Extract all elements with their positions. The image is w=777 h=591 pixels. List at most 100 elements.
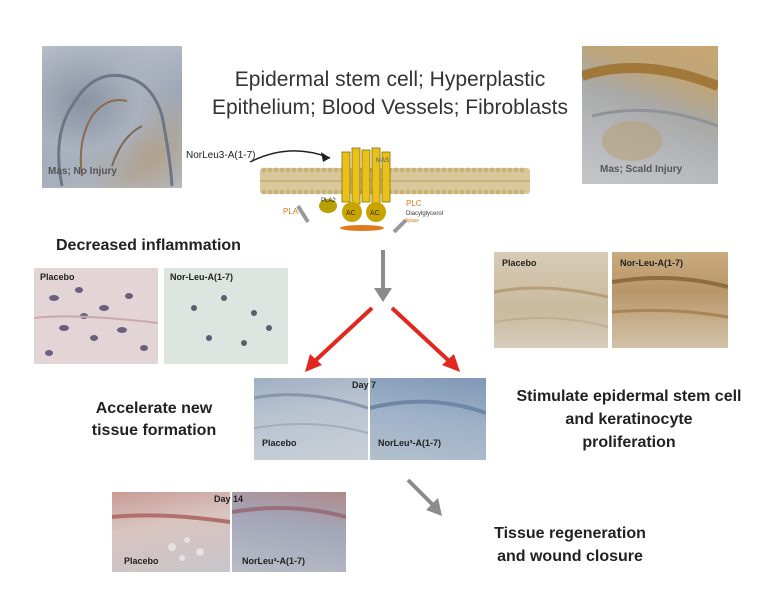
lipid-head <box>483 167 489 173</box>
plc-label: PLC <box>406 199 422 208</box>
day14-placebo-label: Placebo <box>124 556 159 566</box>
inflammation-placebo-image: Placebo <box>34 268 158 364</box>
lipid-head <box>465 189 471 195</box>
stem-placebo-image: Placebo <box>494 252 608 348</box>
lipid-head <box>279 189 285 195</box>
gray-down-arrowhead <box>374 288 392 302</box>
lipid-head <box>261 167 267 173</box>
lipid-head <box>429 189 435 195</box>
lipid-head <box>309 189 315 195</box>
tissue-texture <box>582 63 718 161</box>
lipid-head <box>507 167 513 173</box>
plc-arrow <box>392 218 408 234</box>
lipid-head <box>327 167 333 173</box>
lipid-head <box>279 167 285 173</box>
pla-arrow <box>296 204 310 224</box>
diagram-title: Epidermal stem cell; Hyperplastic Epithe… <box>180 66 600 122</box>
stimulate-stem-cell-text: Stimulate epidermal stem cell and kerati… <box>494 385 764 454</box>
tissue-texture <box>232 506 346 519</box>
lipid-head <box>423 189 429 195</box>
lipid-head <box>303 189 309 195</box>
lipid-head <box>291 189 297 195</box>
mas-receptor <box>341 147 391 205</box>
inflammation-placebo-label: Placebo <box>40 272 75 282</box>
lipid-head <box>477 189 483 195</box>
stem-norleu-label: Nor-Leu-A(1-7) <box>620 258 683 268</box>
stem-norleu-image: Nor-Leu-A(1-7) <box>612 252 728 348</box>
lipid-head <box>513 167 519 173</box>
tissue-texture <box>112 513 230 561</box>
lipid-head <box>291 167 297 173</box>
pla2-label: PLA2 <box>321 198 336 204</box>
lipid-head <box>399 189 405 195</box>
lipid-head <box>453 167 459 173</box>
lipid-head <box>435 189 441 195</box>
lipid-head <box>435 167 441 173</box>
ligand-arrowhead <box>321 152 330 162</box>
lipid-head <box>489 167 495 173</box>
tissue-texture <box>254 393 368 434</box>
ac-blob-1 <box>342 202 362 222</box>
gray-diag-arrow <box>406 478 436 508</box>
ac-label-1: AC <box>346 210 356 217</box>
red-right-arrowhead <box>442 354 460 372</box>
inflammation-norleu-label: Nor-Leu-A(1-7) <box>170 272 233 282</box>
lipid-head <box>309 167 315 173</box>
cell-texture <box>191 295 272 346</box>
red-left-arrow <box>314 306 374 362</box>
day7-norleu-label: NorLeu³-A(1-7) <box>378 438 441 448</box>
lipid-head <box>429 167 435 173</box>
lipid-head <box>333 167 339 173</box>
gray-diag-arrowhead <box>426 498 442 516</box>
lipid-head <box>393 189 399 195</box>
mas-scald-injury-image: Mas; Scald Injury <box>582 46 718 184</box>
lipid-head <box>447 167 453 173</box>
lipid-head <box>411 189 417 195</box>
stem-placebo-label: Placebo <box>502 258 537 268</box>
lipid-head <box>315 189 321 195</box>
lipid-head <box>321 189 327 195</box>
red-right-arrow <box>390 306 450 362</box>
lipid-head <box>519 167 525 173</box>
lipid-head <box>405 189 411 195</box>
lipid-head <box>501 189 507 195</box>
pla2-blob <box>319 199 337 213</box>
stimulate-line-3: proliferation <box>582 434 676 451</box>
tissue-texture <box>494 286 608 328</box>
lipid-head <box>267 189 273 195</box>
lipid-head <box>477 167 483 173</box>
lipid-head <box>327 189 333 195</box>
lipid-head <box>501 167 507 173</box>
lipid-head <box>297 189 303 195</box>
lipid-head <box>297 167 303 173</box>
accelerate-line-1: Accelerate new <box>95 400 213 417</box>
day7-label: Day 7 <box>352 380 377 390</box>
mas-label: MAS <box>376 158 389 164</box>
lipid-head <box>267 167 273 173</box>
red-left-arrowhead <box>305 354 322 372</box>
day7-placebo-image: Placebo <box>254 378 368 460</box>
lipid-head <box>273 167 279 173</box>
ac-blob-2 <box>366 202 386 222</box>
lipid-head <box>417 167 423 173</box>
lipid-head <box>465 167 471 173</box>
lipid-head <box>285 189 291 195</box>
lipid-head <box>261 189 267 195</box>
mas-no-injury-image: Mas; No Injury <box>42 46 182 188</box>
lipid-head <box>513 189 519 195</box>
lipid-head <box>423 167 429 173</box>
regeneration-line-1: Tissue regeneration <box>494 525 646 542</box>
lipid-head <box>483 189 489 195</box>
mas-no-injury-caption: Mas; No Injury <box>48 166 117 177</box>
lipid-head <box>459 189 465 195</box>
inflammation-norleu-image: Nor-Leu-A(1-7) <box>164 268 288 364</box>
regeneration-line-2: and wound closure <box>497 548 643 565</box>
lipid-head <box>393 167 399 173</box>
day14-placebo-image: Placebo <box>112 492 230 572</box>
accelerate-line-2: tissue formation <box>91 422 217 439</box>
lipid-head <box>519 189 525 195</box>
lipid-head <box>285 167 291 173</box>
lipid-head <box>399 167 405 173</box>
pla-label: PLA <box>283 207 299 216</box>
lipid-head <box>447 189 453 195</box>
